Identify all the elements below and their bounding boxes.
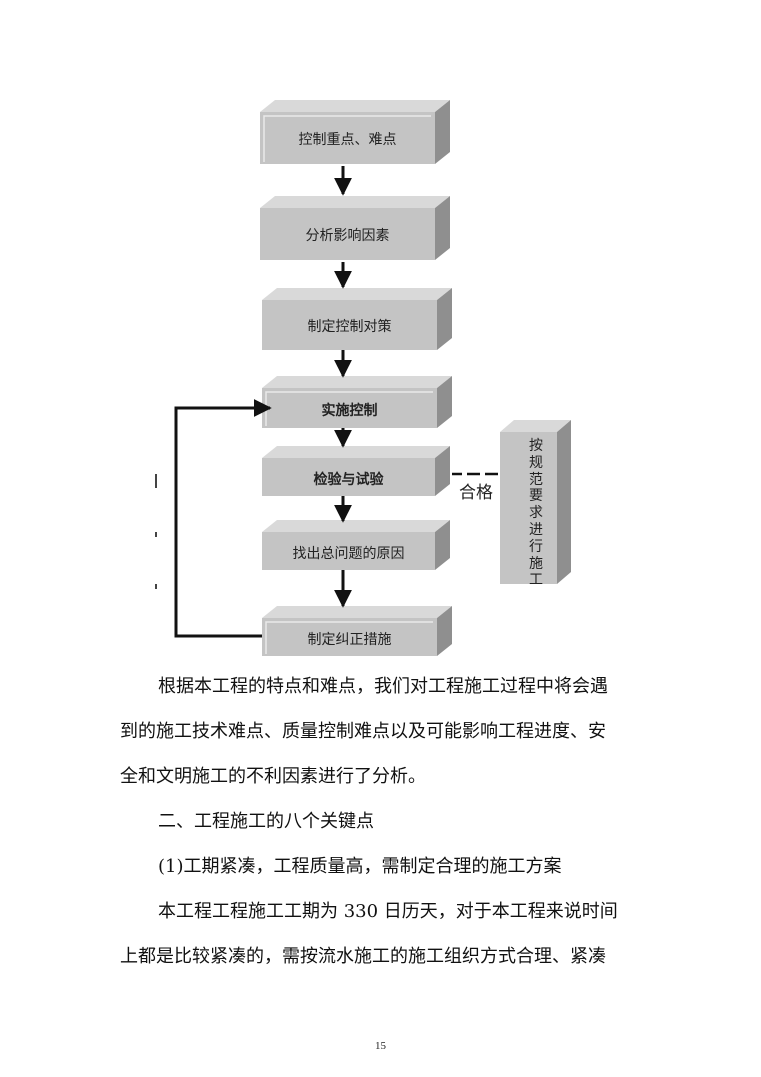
step-label-2: 分析影响因素 xyxy=(305,228,390,244)
step-box-5 xyxy=(262,446,450,496)
step-box-2 xyxy=(260,196,450,260)
scan-mark xyxy=(155,474,157,488)
paragraph-line: 到的施工技术难点、质量控制难点以及可能影响工程进度、安 xyxy=(120,721,606,742)
step-box-1 xyxy=(260,100,450,164)
step-label-1: 控制重点、难点 xyxy=(298,132,397,148)
step-box-7 xyxy=(262,606,452,656)
step-label-3: 制定控制对策 xyxy=(307,319,392,335)
step-label-4: 实施控制 xyxy=(321,403,378,419)
subsection-heading: (1)工期紧凑，工程质量高，需制定合理的施工方案 xyxy=(158,856,562,877)
section-heading: 二、工程施工的八个关键点 xyxy=(158,811,374,832)
paragraph-line: 根据本工程的特点和难点，我们对工程施工过程中将会遇 xyxy=(158,676,608,697)
paragraph-line: 上都是比较紧凑的，需按流水施工的施工组织方式合理、紧凑 xyxy=(120,946,606,967)
step-label-6: 找出总问题的原因 xyxy=(292,546,405,562)
page-number: 15 xyxy=(375,1040,386,1052)
step-box-3 xyxy=(262,288,452,350)
pass-label: 合格 xyxy=(459,483,493,503)
step-box-6 xyxy=(262,520,450,570)
paragraph-line: 全和文明施工的不利因素进行了分析。 xyxy=(120,766,426,787)
body-text: 根据本工程的特点和难点，我们对工程施工过程中将会遇 到的施工技术难点、质量控制难… xyxy=(120,664,640,979)
flowchart: 控制重点、难点 分析影响因素 制定控制对策 实施控制 检验与试验 找出总问题的原… xyxy=(155,100,571,656)
feedback-loop-arrow xyxy=(174,399,272,638)
scan-mark xyxy=(155,584,157,589)
step-label-5: 检验与试验 xyxy=(313,472,384,488)
side-box xyxy=(500,420,571,584)
paragraph-line: 本工程工程施工工期为 330 日历天，对于本工程来说时间 xyxy=(158,901,618,922)
scan-mark xyxy=(155,532,157,537)
side-box-label: 按规范要求进行施工 xyxy=(529,438,543,589)
step-label-7: 制定纠正措施 xyxy=(307,632,392,648)
flowchart-shapes xyxy=(174,100,571,656)
step-box-4 xyxy=(262,376,452,428)
